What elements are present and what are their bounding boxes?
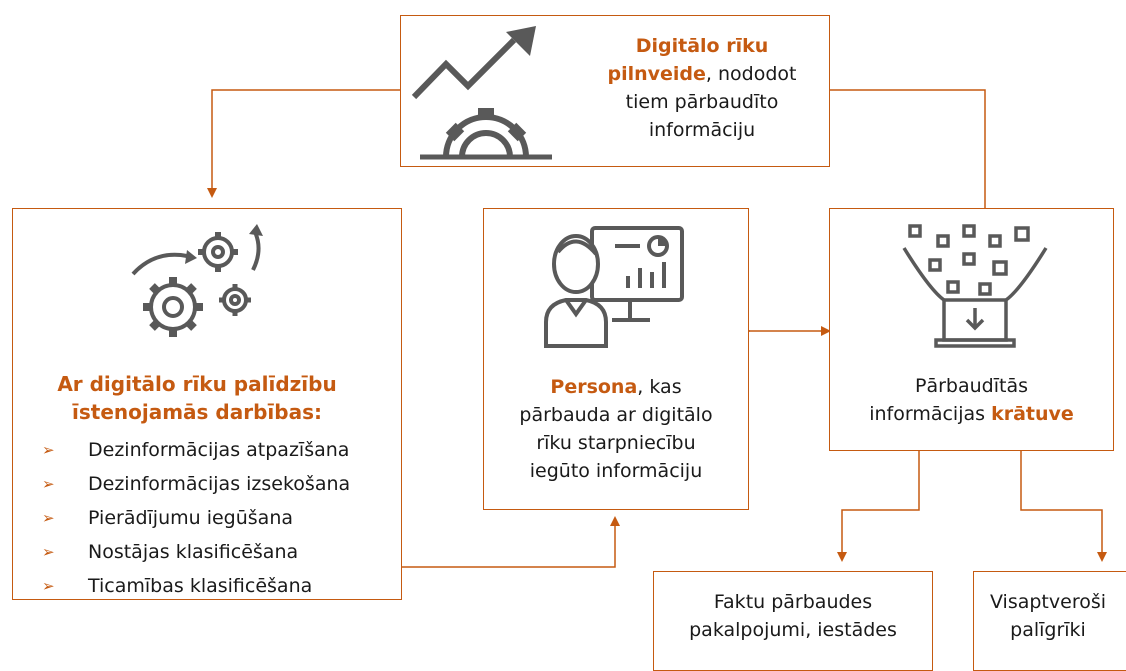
list-item: ➢Ticamības klasificēšana xyxy=(42,569,350,603)
person-line2: pārbauda ar digitālo xyxy=(519,404,713,426)
actions-heading-line2: īstenojamās darbības: xyxy=(72,400,322,424)
person-box xyxy=(483,208,749,510)
bullet-arrow-icon: ➢ xyxy=(42,475,55,493)
tools-improvement-text: Digitālo rīku pilnveide, nododot tiem pā… xyxy=(582,32,822,144)
fact-check-line1: Faktu pārbaudes xyxy=(713,591,873,613)
verified-info-storage-box xyxy=(829,208,1114,451)
storage-highlight: krātuve xyxy=(991,403,1074,425)
list-item: ➢Nostājas klasificēšana xyxy=(42,535,350,569)
arrow-top-to-left xyxy=(207,89,400,198)
bullet-arrow-icon: ➢ xyxy=(42,543,55,561)
actions-heading: Ar digitālo rīku palīdzību īstenojamās d… xyxy=(12,370,382,426)
person-line3: rīku starpniecību xyxy=(536,432,696,454)
actions-list: ➢Dezinformācijas atpazīšana ➢Dezinformāc… xyxy=(42,433,350,603)
list-item: ➢Pierādījumu iegūšana xyxy=(42,501,350,535)
arrow-left-to-middle xyxy=(402,516,620,568)
list-item: ➢Dezinformācijas atpazīšana xyxy=(42,433,350,467)
fact-check-line2: pakalpojumi, iestādes xyxy=(689,619,897,641)
tools-improvement-box xyxy=(400,15,830,167)
bullet-arrow-icon: ➢ xyxy=(42,577,55,595)
arrow-right-to-faktu xyxy=(837,451,920,562)
growth-chart-gear-icon xyxy=(411,26,552,160)
fact-check-services-box xyxy=(653,571,933,671)
person-rest: , kas xyxy=(637,376,682,398)
person-highlight: Persona xyxy=(550,376,638,398)
gears-cycle-icon xyxy=(131,224,263,337)
tools-improvement-rest: , nododot xyxy=(705,63,797,85)
tools-improvement-title: Digitālo rīku xyxy=(635,35,769,57)
comprehensive-tools-text: Visaptveroši palīgrīki xyxy=(973,588,1123,644)
line-top-to-right xyxy=(829,89,986,208)
data-storage-funnel-icon xyxy=(902,224,1048,348)
fact-check-text: Faktu pārbaudes pakalpojumi, iestādes xyxy=(653,588,933,644)
tools-improvement-line3: tiem pārbaudīto xyxy=(625,91,779,113)
comprehensive-tools-line2: palīgrīki xyxy=(1010,619,1086,641)
bullet-arrow-icon: ➢ xyxy=(42,441,55,459)
tools-improvement-line4: informāciju xyxy=(648,119,756,141)
bullet-arrow-icon: ➢ xyxy=(42,509,55,527)
actions-heading-line1: Ar digitālo rīku palīdzību xyxy=(57,372,337,396)
list-item: ➢Dezinformācijas izsekošana xyxy=(42,467,350,501)
storage-rest: informācijas xyxy=(869,403,992,425)
storage-line1: Pārbaudītās xyxy=(915,375,1028,397)
person-dashboard-icon xyxy=(544,226,684,348)
arrow-right-to-visaptverosi xyxy=(1020,451,1107,562)
person-line4: iegūto informāciju xyxy=(529,460,703,482)
digital-tools-actions-box xyxy=(12,208,402,600)
comprehensive-tools-line1: Visaptveroši xyxy=(989,591,1107,613)
tools-improvement-highlight: pilnveide xyxy=(607,63,706,85)
person-text: Persona, kas pārbauda ar digitālo rīku s… xyxy=(483,373,749,485)
storage-text: Pārbaudītās informācijas krātuve xyxy=(829,372,1114,428)
